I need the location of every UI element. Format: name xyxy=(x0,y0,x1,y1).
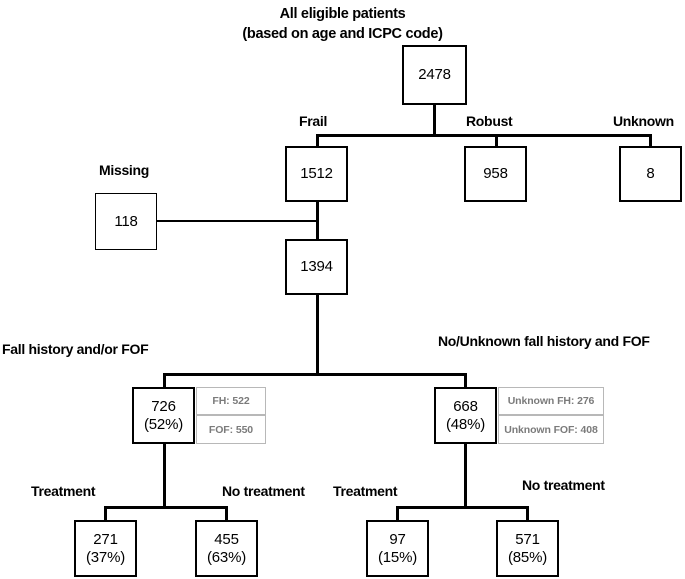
connector-drop-97 xyxy=(396,506,399,521)
sub-node-unknown-fh: Unknown FH: 276 xyxy=(498,387,604,415)
node-fall-no-pct: (48%) xyxy=(445,415,485,433)
connector-total-stem xyxy=(433,104,436,136)
node-fall-no-no-treatment-value: 571 xyxy=(515,530,540,548)
node-fall-yes: 726 (52%) xyxy=(132,387,195,444)
connector-drop-unknown xyxy=(649,134,652,146)
sub-node-fof: FOF: 550 xyxy=(196,415,266,444)
sub-node-unknown-fh-text: Unknown FH: 276 xyxy=(507,395,595,407)
node-robust: 958 xyxy=(464,146,527,202)
connector-fall-bus xyxy=(163,373,466,376)
connector-fallyes-stem xyxy=(163,443,166,508)
connector-level1-bus xyxy=(316,134,652,137)
node-total-value: 2478 xyxy=(418,66,451,84)
node-fall-yes-no-treatment-value: 455 xyxy=(214,530,239,548)
label-robust: Robust xyxy=(466,113,513,129)
label-missing: Missing xyxy=(99,162,150,178)
connector-fallno-bus xyxy=(396,506,528,509)
diagram-title-line2: (based on age and ICPC code) xyxy=(242,26,443,42)
label-unknown: Unknown xyxy=(613,113,674,129)
connector-drop-frail xyxy=(316,134,319,147)
node-fall-yes-treatment-pct: (37%) xyxy=(85,548,125,566)
label-no-treatment-left: No treatment xyxy=(222,483,305,499)
connector-drop-fall-no xyxy=(464,373,467,388)
node-fall-yes-no-treatment: 455 (63%) xyxy=(195,520,258,577)
node-frail-included: 1394 xyxy=(285,239,348,295)
sub-node-unknown-fof: Unknown FOF: 408 xyxy=(498,415,604,444)
node-fall-no-treatment-value: 97 xyxy=(389,530,406,548)
node-missing-value: 118 xyxy=(114,212,138,230)
connector-missing-branch xyxy=(156,220,318,222)
label-no-unknown-fall-history-fof: No/Unknown fall history and FOF xyxy=(438,333,650,349)
connector-drop-271 xyxy=(104,506,107,521)
node-fall-yes-value: 726 xyxy=(151,397,176,415)
sub-node-fh: FH: 522 xyxy=(196,387,266,415)
node-frail-value: 1512 xyxy=(300,165,333,183)
node-unknown-value: 8 xyxy=(646,165,655,183)
connector-drop-455 xyxy=(225,506,228,521)
node-fall-no: 668 (48%) xyxy=(434,387,497,444)
node-missing: 118 xyxy=(95,193,157,250)
label-fall-history-fof: Fall history and/or FOF xyxy=(2,341,149,357)
node-robust-value: 958 xyxy=(483,165,508,183)
sub-node-fh-text: FH: 522 xyxy=(212,395,250,407)
node-frail: 1512 xyxy=(285,146,348,202)
label-frail: Frail xyxy=(299,113,328,129)
node-unknown: 8 xyxy=(619,146,682,202)
node-fall-yes-no-treatment-pct: (63%) xyxy=(206,548,246,566)
connector-fallno-stem xyxy=(464,443,467,508)
label-treatment-right: Treatment xyxy=(333,483,398,499)
connector-drop-robust xyxy=(495,134,498,146)
label-treatment-left: Treatment xyxy=(31,483,96,499)
node-fall-yes-pct: (52%) xyxy=(143,415,183,433)
node-fall-yes-treatment-value: 271 xyxy=(93,530,118,548)
label-no-treatment-right: No treatment xyxy=(522,477,605,493)
node-frail-included-value: 1394 xyxy=(300,258,333,276)
node-total: 2478 xyxy=(402,45,467,105)
sub-node-fof-text: FOF: 550 xyxy=(208,423,254,436)
connector-drop-fall-yes xyxy=(163,373,166,388)
node-fall-no-no-treatment: 571 (85%) xyxy=(496,520,559,577)
connector-included-stem xyxy=(316,294,319,375)
diagram-title-line1: All eligible patients xyxy=(279,6,406,22)
node-fall-yes-treatment: 271 (37%) xyxy=(74,520,137,577)
connector-fallyes-bus xyxy=(104,506,227,509)
node-fall-no-no-treatment-pct: (85%) xyxy=(507,548,547,566)
node-fall-no-treatment: 97 (15%) xyxy=(366,520,429,577)
connector-drop-571 xyxy=(526,506,529,521)
node-fall-no-value: 668 xyxy=(453,397,478,415)
node-fall-no-treatment-pct: (15%) xyxy=(377,548,417,566)
sub-node-unknown-fof-text: Unknown FOF: 408 xyxy=(504,423,598,436)
